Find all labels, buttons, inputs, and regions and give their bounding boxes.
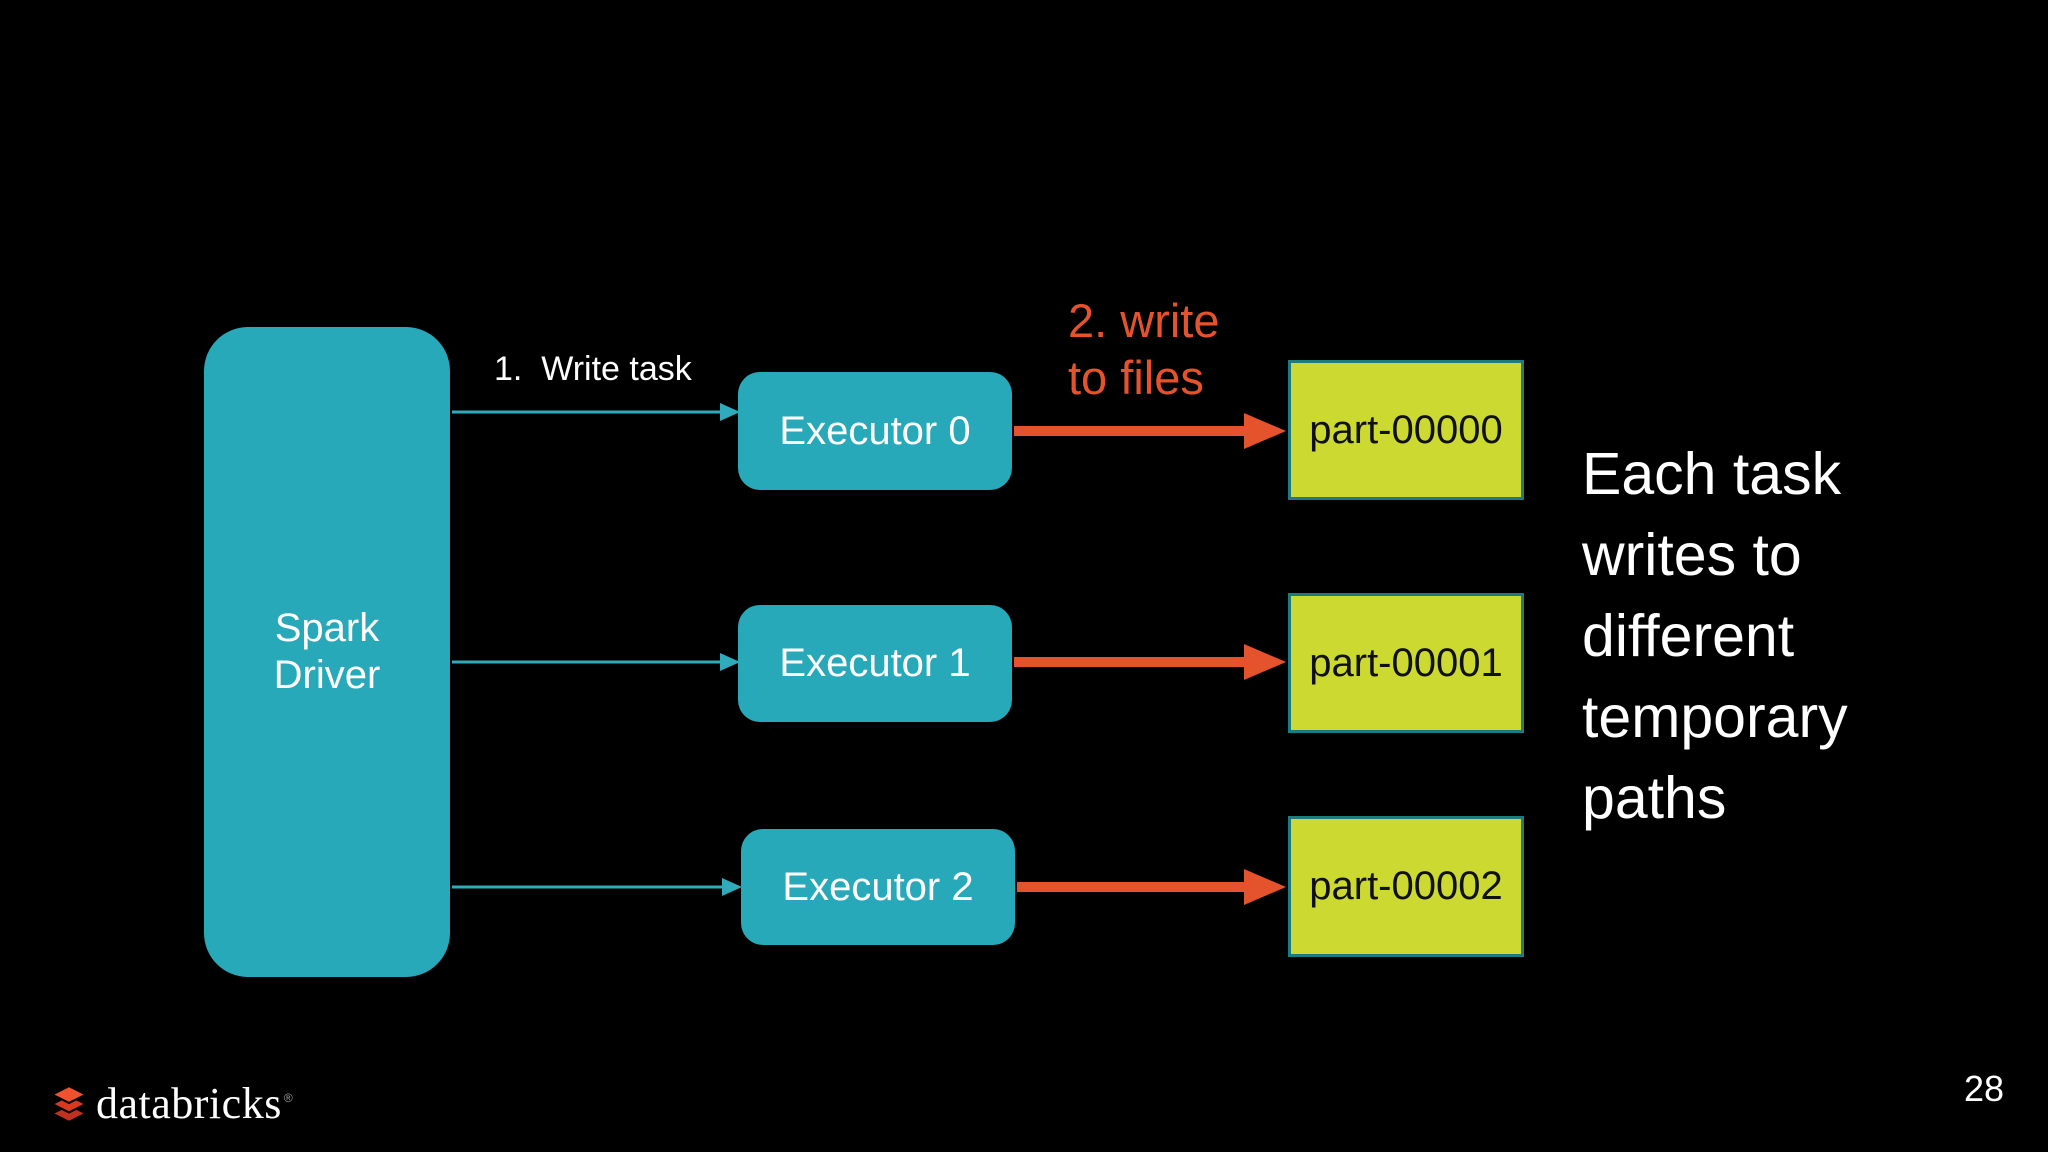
write-to-file-arrow-1 [1014,644,1286,680]
executor-2-box: Executor 2 [741,829,1015,945]
write-to-file-arrow-0 [1014,413,1286,449]
part-file-0-label: part-00000 [1309,407,1503,452]
write-task-arrow-0 [452,403,740,421]
side-note: Each task writes to different temporary … [1582,441,1848,831]
part-file-2-label: part-00002 [1309,864,1503,908]
write-to-file-arrow-2 [1017,869,1286,905]
part-file-2-box: part-00002 [1288,816,1524,957]
write-task-arrow-2 [452,878,742,896]
databricks-logo: databricks® [50,1082,293,1126]
executor-1-label: Executor 1 [779,641,971,685]
trademark-mark: ® [283,1091,294,1106]
databricks-logo-icon [50,1084,88,1124]
write-task-arrow-1 [452,653,740,671]
part-file-1-label: part-00001 [1309,640,1503,685]
executor-2-label: Executor 2 [782,864,974,909]
executor-0-box: Executor 0 [738,372,1012,490]
databricks-wordmark: databricks® [96,1079,294,1128]
page-number: 28 [1964,1068,2005,1109]
step1-annotation: 1. Write task [494,350,692,388]
executor-1-box: Executor 1 [738,605,1012,722]
part-file-0-box: part-00000 [1288,360,1524,500]
spark-driver-label: Spark Driver [273,605,381,697]
step2-annotation: 2. write to files [1068,294,1220,405]
part-file-1-box: part-00001 [1288,593,1524,733]
executor-0-label: Executor 0 [779,408,971,453]
spark-driver-box: Spark Driver [204,327,450,977]
